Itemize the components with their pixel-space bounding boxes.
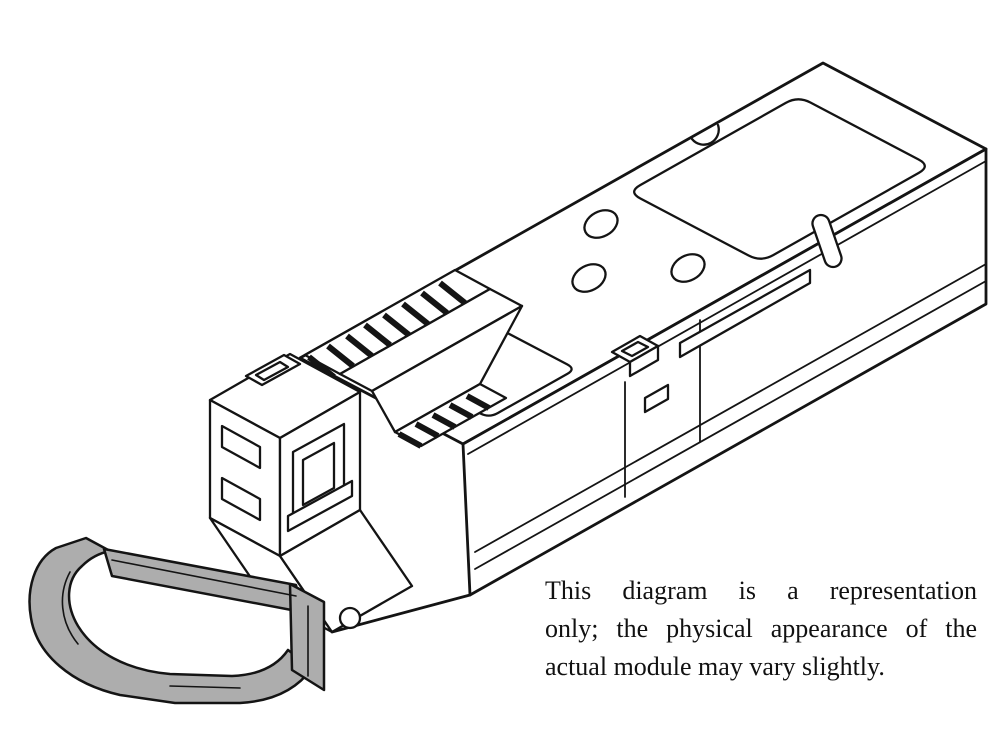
side-bevel-line <box>467 160 987 455</box>
bail-wire-lines <box>61 559 309 689</box>
side-slot-long <box>678 268 812 359</box>
side-slot-small <box>643 383 670 414</box>
caption-line-1: This diagram is a representation <box>545 576 977 605</box>
lc-port-bar <box>286 479 354 533</box>
bail-loop <box>28 536 314 705</box>
connector-tab-inner <box>254 360 290 382</box>
side-face <box>461 147 988 597</box>
front-detail-lower <box>220 476 262 522</box>
module-body <box>208 61 988 634</box>
bail-hinge <box>288 582 326 692</box>
lc-port-inner <box>301 441 336 507</box>
vent-hole-2 <box>571 263 607 293</box>
vent-hole-3 <box>670 253 706 283</box>
hinge-pin <box>338 606 362 630</box>
bail-latch <box>28 536 326 705</box>
caption-line-3: actual module may vary slightly. <box>545 652 885 681</box>
caption-line-2: only; the physical appearance of the <box>545 614 977 643</box>
emi-gasket-band-1 <box>303 268 492 380</box>
front-detail-upper <box>220 424 262 470</box>
back-label-recess <box>633 98 926 260</box>
vent-hole-1 <box>583 209 619 239</box>
edge-notch <box>690 123 720 146</box>
caption: This diagram is a representation only; t… <box>545 572 977 686</box>
rail-lines <box>474 263 987 570</box>
latch-boss <box>610 334 660 378</box>
latch-slot <box>811 213 843 269</box>
emi-gasket-band-2 <box>393 382 508 449</box>
